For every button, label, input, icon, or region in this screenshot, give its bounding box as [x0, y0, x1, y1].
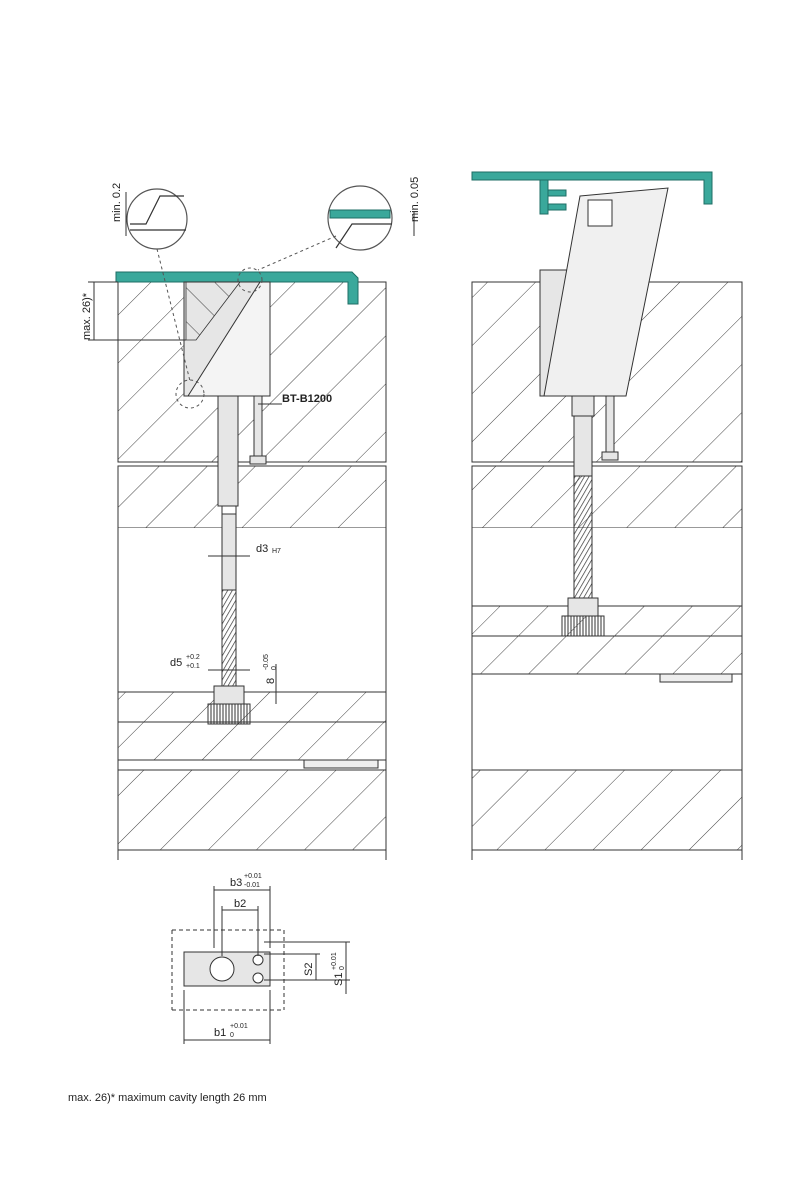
- b3-tol-lower: -0.01: [244, 882, 260, 889]
- s1-tol-upper: +0.01: [331, 952, 338, 970]
- b2-label: b2: [234, 898, 246, 910]
- detail-circle-a: [126, 188, 188, 250]
- b1-label: b1: [214, 1027, 226, 1039]
- left-assembly: [88, 185, 415, 860]
- left-ejector-plate: [117, 691, 387, 723]
- b1-tol-lower: 0: [230, 1032, 234, 1039]
- right-second-plate: [471, 465, 743, 529]
- right-bottom-plate: [471, 769, 743, 851]
- s1-label: S1: [333, 973, 345, 986]
- min-right-label: min. 0.05: [409, 177, 421, 222]
- left-threaded-rod: [221, 589, 237, 687]
- right-slide-block: [543, 187, 669, 397]
- eight-label: 8: [265, 678, 277, 684]
- b3-tol-upper: +0.01: [244, 873, 262, 880]
- left-guide-pin: [217, 395, 239, 507]
- footnote: max. 26)* maximum cavity length 26 mm: [68, 1092, 267, 1104]
- b1-tol-upper: +0.01: [230, 1023, 248, 1030]
- d5-tol-upper: +0.2: [186, 654, 200, 661]
- left-knurled-nut: [207, 703, 251, 725]
- left-moulded-part: [115, 271, 359, 305]
- right-assembly: [471, 171, 743, 860]
- right-threaded-rod: [573, 475, 593, 601]
- plan-view-detail: [171, 886, 350, 1044]
- d3-tolerance: H7: [272, 548, 281, 555]
- right-knurled-nut: [561, 615, 605, 637]
- left-screw: [253, 395, 263, 457]
- eight-tol-lower: 0: [271, 666, 278, 670]
- right-ejector-plate: [471, 605, 743, 637]
- left-ejector-base: [117, 721, 387, 761]
- min-left-label: min. 0.2: [111, 183, 123, 222]
- d3-label: d3: [256, 543, 268, 555]
- max-cavity-label: max. 26)*: [81, 292, 93, 340]
- left-bottom-plate: [117, 769, 387, 851]
- right-moulded-part: [471, 171, 713, 205]
- b3-label: b3: [230, 877, 242, 889]
- d5-label: d5: [170, 657, 182, 669]
- d5-tol-lower: +0.1: [186, 663, 200, 670]
- s1-tol-lower: 0: [339, 966, 346, 970]
- left-second-plate: [117, 465, 387, 529]
- part-number-label: BT-B1200: [282, 393, 332, 405]
- eight-tol-upper: -0.05: [263, 654, 270, 670]
- s2-label: S2: [303, 963, 315, 976]
